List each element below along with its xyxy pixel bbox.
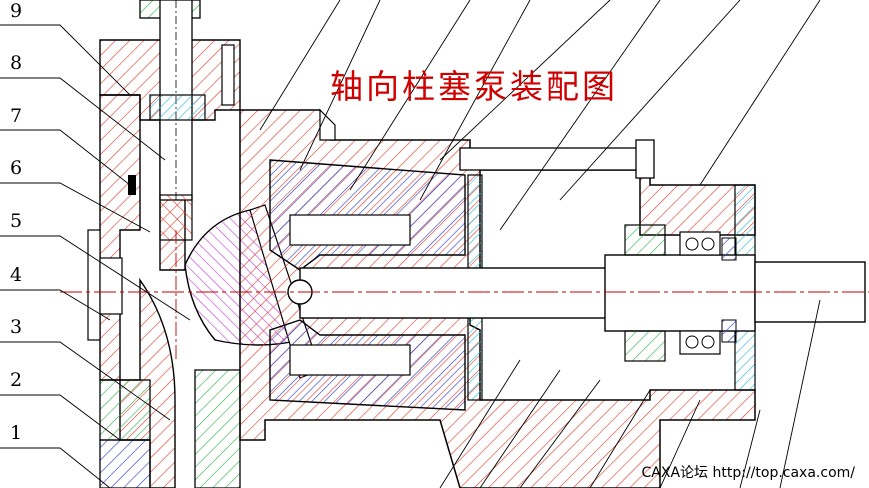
callout-4: 4 (10, 264, 23, 286)
top-stem (128, 0, 235, 241)
lower-green-parts (99, 369, 241, 488)
callout-1: 1 (10, 422, 23, 444)
leader-lines (0, 24, 191, 488)
callout-6: 6 (10, 157, 23, 179)
callout-7: 7 (10, 105, 23, 127)
callout-5: 5 (10, 210, 23, 232)
callout-3: 3 (10, 316, 23, 338)
callout-8: 8 (10, 52, 23, 74)
lower-leaders (439, 299, 821, 488)
forum-watermark: CAXA论坛 http://top.caxa.com/ (641, 465, 855, 481)
callout-9: 9 (10, 0, 23, 22)
drawing-title: 轴向柱塞泵装配图 (330, 67, 618, 106)
callout-2: 2 (10, 369, 23, 391)
upper-leaders (259, 0, 821, 231)
housing-bolt (459, 139, 655, 179)
bearings (624, 224, 737, 362)
